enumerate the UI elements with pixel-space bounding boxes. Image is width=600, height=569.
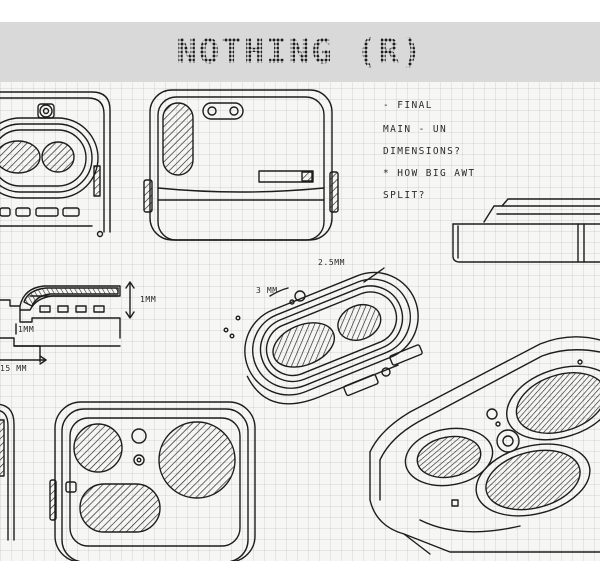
phone-side-profile-sketch: [453, 199, 600, 262]
note-line-3: DIMENSIONS?: [383, 146, 462, 157]
phone-edge-fragment-sketch: [0, 404, 14, 540]
phone-back-sketch: [144, 90, 338, 240]
banner-title: NOTHING (R): [0, 22, 600, 82]
note-line-1: - FINAL: [383, 100, 433, 111]
note-line-4: * HOW BIG AWT: [383, 168, 476, 179]
phone-isometric-corner-sketch: [370, 337, 600, 554]
dimension-label-2-5mm: 2.5MM: [318, 258, 346, 267]
top-margin: [0, 0, 600, 22]
phone-camera-back-sketch: [50, 402, 255, 562]
title-banner: NOTHING (R): [0, 22, 600, 82]
dimension-label-1mm-right: 1MM: [140, 295, 157, 304]
bottom-margin: [0, 561, 600, 569]
note-line-2: MAIN - UN: [383, 124, 448, 135]
camera-module-isometric-sketch: [228, 259, 435, 419]
dimension-label-15mm: 15 MM: [0, 364, 28, 373]
cross-section-sketch: [0, 282, 134, 364]
phone-interior-sketch: [0, 92, 110, 237]
camera-module-parts: [224, 268, 423, 396]
note-line-5: SPLIT?: [383, 190, 426, 201]
dimension-label-3mm: 3 MM: [256, 286, 278, 295]
dimension-label-1mm-left: 1MM: [18, 325, 35, 334]
